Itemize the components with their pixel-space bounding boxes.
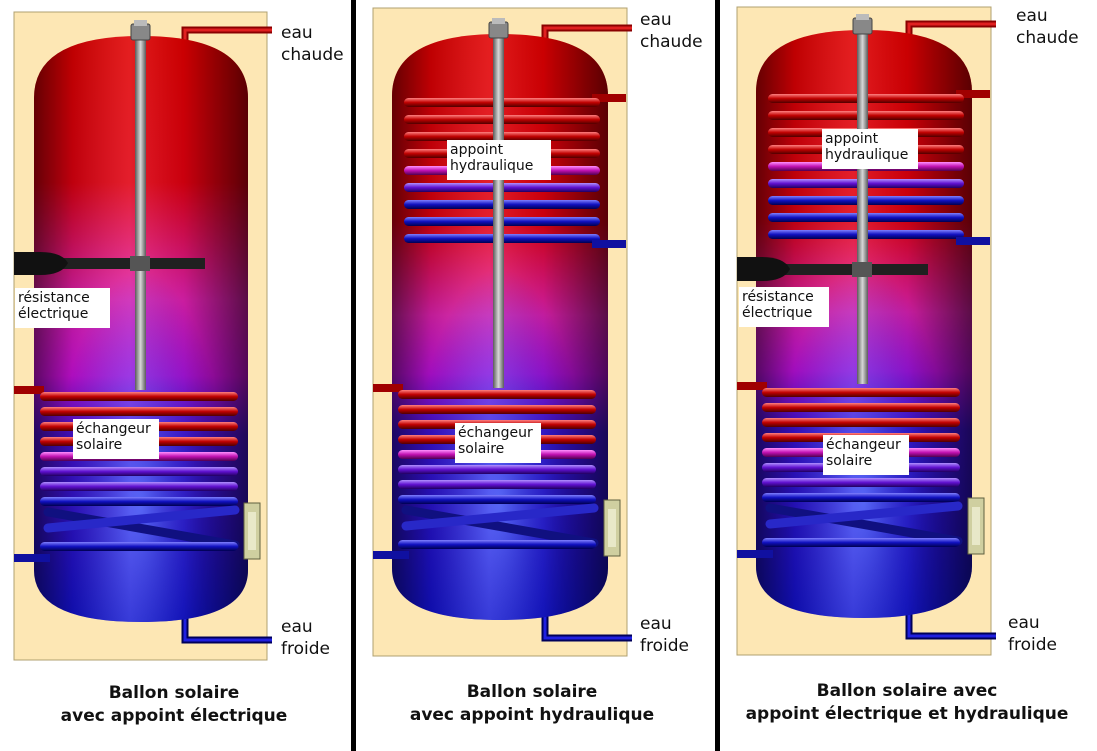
tag-solar-exchanger: échangeur solaire	[823, 435, 909, 475]
tank-hydraulic	[372, 7, 632, 657]
tag-hydraulic-backup: appoint hydraulique	[447, 140, 551, 180]
anode-rod	[493, 38, 504, 388]
caption-electric: Ballon solaire avec appoint électrique	[60, 683, 288, 726]
tag-solar-exchanger: échangeur solaire	[73, 419, 159, 459]
tag-solar-exchanger: échangeur solaire	[455, 423, 541, 463]
caption-hydraulic: Ballon solaire avec appoint hydraulique	[409, 682, 655, 725]
label-hot-water: eau chaude	[640, 10, 703, 52]
tag-electric-resistance: résistance électrique	[739, 287, 829, 327]
label-hot-water: eau chaude	[1016, 6, 1079, 48]
tank-electric	[13, 11, 272, 661]
anode-rod	[135, 40, 146, 390]
electric-resistance	[737, 257, 928, 281]
caption-electric-hydraulic: Ballon solaire avec appoint électrique e…	[745, 681, 1069, 724]
anode-rod	[857, 34, 868, 384]
tag-hydraulic-backup: appoint hydraulique	[822, 129, 918, 169]
divider-2	[715, 0, 720, 751]
tank-electric-hydraulic	[736, 6, 996, 656]
label-hot-water: eau chaude	[281, 23, 344, 65]
label-cold-water: eau froide	[640, 614, 689, 656]
solar-coil	[373, 384, 599, 559]
electric-resistance	[14, 252, 205, 275]
tag-electric-resistance: résistance électrique	[15, 288, 110, 328]
label-cold-water: eau froide	[1008, 613, 1057, 655]
label-cold-water: eau froide	[281, 617, 330, 659]
divider-1	[351, 0, 356, 751]
